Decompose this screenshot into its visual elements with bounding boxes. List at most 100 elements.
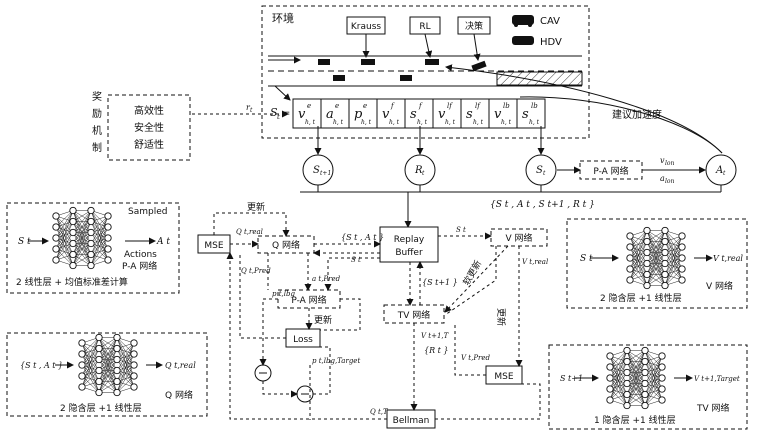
label-s-t-2: S t bbox=[456, 226, 466, 234]
tv-panel-output: V t+1,Target bbox=[694, 375, 740, 383]
q-panel-input: {S t , A t } bbox=[20, 361, 63, 370]
q-network-panel: {S t , A t } Q t,real Q 网络 2 隐含层 +1 线性层 bbox=[6, 332, 208, 417]
svg-text:f: f bbox=[390, 102, 395, 110]
svg-text:R: R bbox=[414, 165, 423, 176]
pa-panel-name: P-A 网络 bbox=[122, 260, 157, 272]
svg-text:h, t: h, t bbox=[361, 119, 372, 126]
mse-box-right[interactable]: MSE bbox=[485, 365, 523, 385]
neural-network-icon bbox=[52, 206, 112, 270]
svg-text:S: S bbox=[536, 165, 543, 176]
v-panel-caption: 2 隐含层 +1 线性层 bbox=[600, 292, 682, 304]
svg-text:s: s bbox=[466, 107, 473, 122]
svg-text:t+1: t+1 bbox=[320, 170, 331, 177]
cav-legend-label: CAV bbox=[540, 16, 560, 27]
svg-text:v: v bbox=[298, 107, 306, 122]
state-label: S bbox=[270, 106, 278, 119]
label-sa: {S t , A t } bbox=[341, 233, 384, 242]
loss-box[interactable]: Loss bbox=[285, 328, 321, 348]
svg-text:e: e bbox=[307, 102, 311, 110]
pa-network-panel: S t Sampled Actions A t P-A 网络 2 线性层 + 均… bbox=[6, 202, 180, 294]
transition-label: {S t , A t , S t+1 , R t } bbox=[490, 200, 595, 210]
svg-text:P-A 网络: P-A 网络 bbox=[291, 294, 326, 306]
road bbox=[268, 55, 583, 87]
label-a-pred: a t,Pred bbox=[312, 275, 341, 283]
svg-text:a: a bbox=[326, 107, 334, 122]
pa-panel-input: S t bbox=[18, 237, 31, 247]
pa-panel-actions: Actions bbox=[124, 250, 157, 260]
svg-text:h, t: h, t bbox=[473, 119, 484, 126]
hdv-legend-icon bbox=[512, 36, 534, 45]
svg-text:Buffer: Buffer bbox=[395, 248, 423, 258]
svg-text:lon: lon bbox=[665, 160, 675, 167]
state-cell: vlf h, t bbox=[432, 98, 462, 129]
pa-panel-caption: 2 线性层 + 均值标准差计算 bbox=[16, 276, 128, 288]
environment-title: 环境 bbox=[272, 11, 294, 25]
svg-text:t: t bbox=[723, 170, 726, 177]
reward-mechanism-label: 奖励机制 bbox=[92, 90, 102, 154]
node-r: R t bbox=[404, 154, 436, 186]
advice-label: 建议加速度 bbox=[612, 108, 662, 121]
svg-text:v: v bbox=[382, 107, 390, 122]
svg-text:f: f bbox=[418, 102, 423, 110]
svg-text:p: p bbox=[354, 107, 363, 122]
svg-text:e: e bbox=[335, 102, 339, 110]
state-cell: peh, t bbox=[348, 98, 378, 129]
label-r-t: {R t } bbox=[424, 346, 449, 355]
krauss-label: Krauss bbox=[351, 22, 382, 32]
update-label-right: 更新 bbox=[495, 308, 507, 326]
advice-arrow-2 bbox=[519, 96, 723, 154]
rl-label: RL bbox=[419, 22, 430, 32]
svg-text:t: t bbox=[422, 170, 425, 177]
tv-panel-input: S t+1 bbox=[560, 374, 583, 383]
svg-text:MSE: MSE bbox=[204, 241, 223, 251]
svg-text:A: A bbox=[715, 165, 723, 176]
svg-text:v: v bbox=[438, 107, 446, 122]
reward-section: 奖励机制 高效性 安全性 舒适性 r t bbox=[92, 90, 289, 161]
state-cell: aeh, t bbox=[320, 98, 350, 129]
svg-text:h, t: h, t bbox=[389, 119, 400, 126]
svg-text:Loss: Loss bbox=[293, 335, 313, 345]
bellman-box[interactable]: Bellman bbox=[386, 409, 436, 429]
v-panel-input: S t bbox=[580, 254, 593, 264]
state-label-sub: t bbox=[277, 113, 280, 121]
svg-text:Q 网络: Q 网络 bbox=[272, 239, 300, 251]
svg-text:MSE: MSE bbox=[494, 372, 513, 382]
tv-net-box[interactable]: TV 网络 bbox=[383, 304, 445, 324]
svg-text:lb: lb bbox=[531, 102, 538, 110]
node-s: S t bbox=[525, 154, 557, 186]
hdv-legend-label: HDV bbox=[540, 37, 562, 48]
replay-buffer[interactable]: Replay Buffer bbox=[379, 226, 439, 263]
subtract-node-1 bbox=[254, 364, 272, 382]
label-p-lbg-target: p t,lbg,Target bbox=[312, 357, 360, 365]
label-v-real: V t,real bbox=[522, 258, 548, 266]
pa-panel-output: A t bbox=[156, 237, 170, 247]
pa-net-top-label: P-A 网络 bbox=[593, 165, 628, 177]
state-cell: sfh, t bbox=[404, 98, 434, 129]
label-p-lbg: p t,lbg bbox=[272, 290, 295, 298]
svg-text:h, t: h, t bbox=[445, 119, 456, 126]
label-v-next: V t+1,T bbox=[421, 332, 450, 340]
tv-network-panel: S t+1 V t+1,Target TV 网络 1 隐含层 +1 线性层 bbox=[548, 344, 748, 430]
v-panel-output: V t,real bbox=[713, 254, 743, 263]
label-q-real: Q t,real bbox=[236, 228, 263, 236]
soft-update-label: 软更新 bbox=[460, 258, 484, 287]
svg-text:TV 网络: TV 网络 bbox=[397, 309, 431, 321]
svg-text:h, t: h, t bbox=[417, 119, 428, 126]
neural-network-icon bbox=[606, 346, 666, 410]
svg-text:lf: lf bbox=[447, 102, 453, 110]
v-net-box[interactable]: V 网络 bbox=[490, 228, 548, 247]
svg-text:h, t: h, t bbox=[529, 119, 540, 126]
mse-box-left[interactable]: MSE bbox=[197, 234, 231, 254]
v-lon-label: v bbox=[660, 156, 665, 165]
q-panel-caption: 2 隐含层 +1 线性层 bbox=[60, 402, 142, 414]
state-cell: vf h, t bbox=[376, 98, 406, 129]
node-s-next: S t+1 bbox=[302, 154, 334, 186]
q-net-box[interactable]: Q 网络 bbox=[257, 235, 315, 254]
svg-text:h, t: h, t bbox=[501, 119, 512, 126]
tv-panel-name: TV 网络 bbox=[696, 402, 730, 414]
